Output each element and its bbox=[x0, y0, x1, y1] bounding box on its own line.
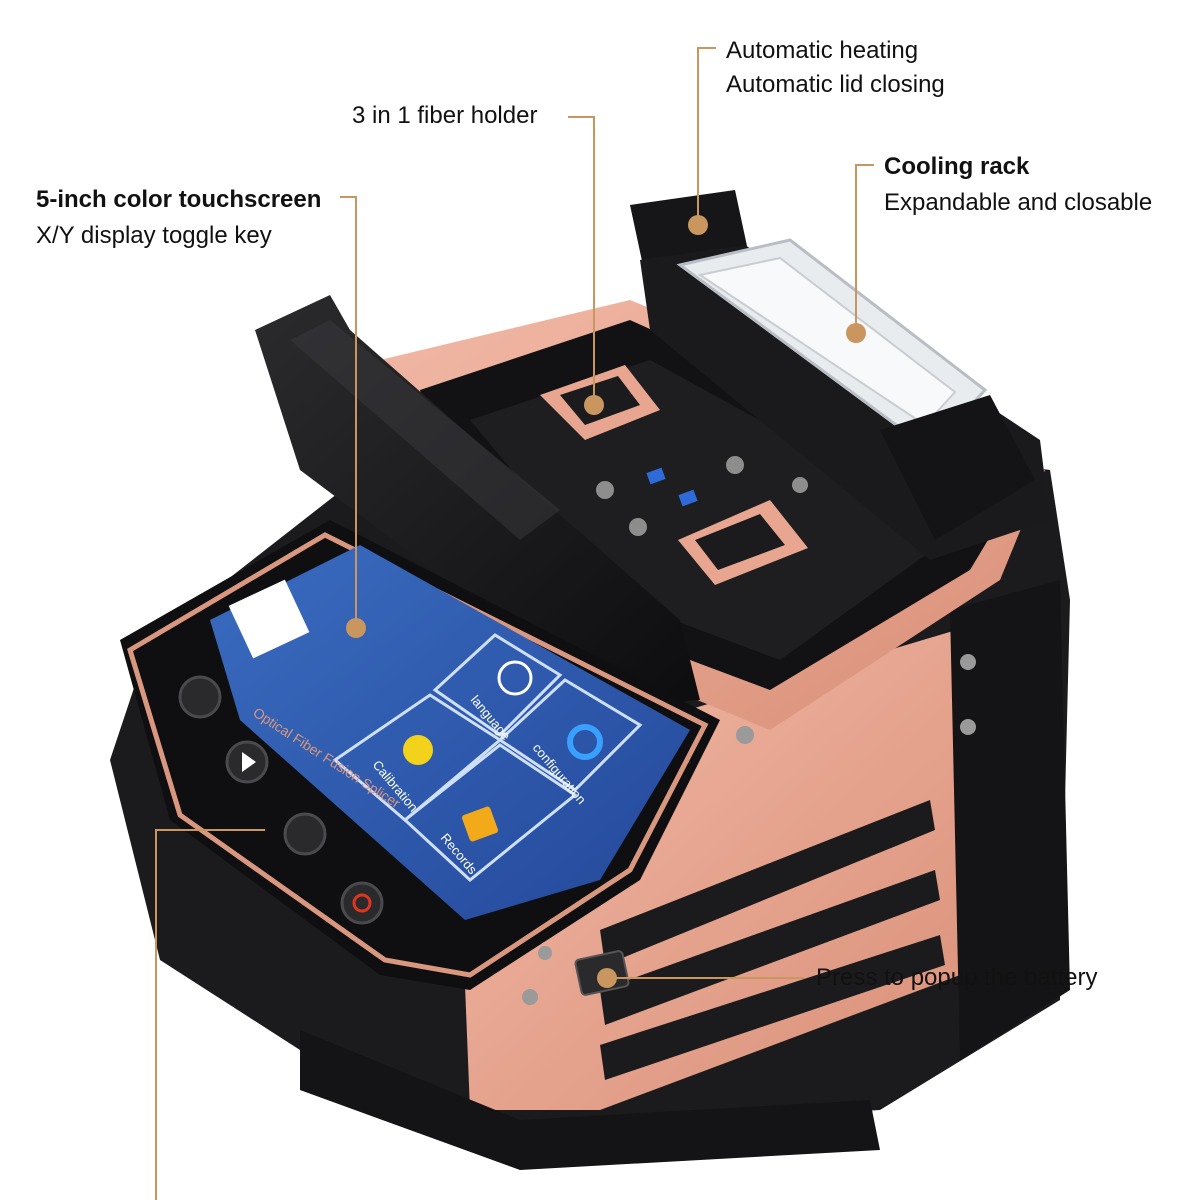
marker-cooling-rack bbox=[846, 323, 866, 343]
heater-unit bbox=[630, 190, 1050, 560]
marker-heating bbox=[688, 215, 708, 235]
callout-cooling-rack-subtitle: Expandable and closable bbox=[884, 189, 1153, 216]
marker-battery bbox=[597, 968, 617, 988]
callout-heating: Automatic heating Automatic lid closing bbox=[726, 34, 945, 102]
globe-icon bbox=[497, 660, 533, 696]
windshield-lid bbox=[255, 295, 700, 705]
splicing-workstation bbox=[380, 300, 1045, 730]
qr-code bbox=[228, 579, 310, 659]
callout-fiber-holder-line1: 3 in 1 fiber holder bbox=[352, 102, 538, 129]
callout-touchscreen-title: 5-inch color touchscreen bbox=[36, 186, 322, 213]
callout-leaders bbox=[155, 47, 874, 1200]
callout-battery: Press to popup the battery bbox=[816, 963, 1098, 993]
callout-heating-line1: Automatic heating bbox=[726, 37, 919, 64]
callout-heating-line2: Automatic lid closing bbox=[726, 71, 945, 98]
callout-fiber-holder: 3 in 1 fiber holder bbox=[352, 101, 537, 131]
calibration-icon bbox=[403, 735, 433, 765]
callout-touchscreen: 5-inch color touchscreen X/Y display tog… bbox=[36, 182, 321, 254]
marker-touchscreen bbox=[346, 618, 366, 638]
callout-cooling-rack: Cooling rack Expandable and closable bbox=[884, 149, 1152, 221]
gear-icon bbox=[567, 724, 603, 760]
play-icon bbox=[242, 752, 256, 772]
search-key-icon[interactable] bbox=[283, 812, 327, 856]
callout-touchscreen-subtitle: X/Y display toggle key bbox=[36, 222, 272, 249]
power-key-icon[interactable] bbox=[340, 881, 384, 925]
power-icon bbox=[352, 893, 372, 913]
callout-dots bbox=[346, 215, 866, 988]
marker-fiber-holder bbox=[584, 395, 604, 415]
back-key-icon[interactable] bbox=[178, 675, 222, 719]
callout-battery-line1: Press to popup the battery bbox=[816, 964, 1098, 991]
records-icon bbox=[461, 806, 499, 842]
front-panel: language Calibration configuration Recor… bbox=[120, 520, 720, 990]
callout-cooling-rack-title: Cooling rack bbox=[884, 153, 1030, 180]
